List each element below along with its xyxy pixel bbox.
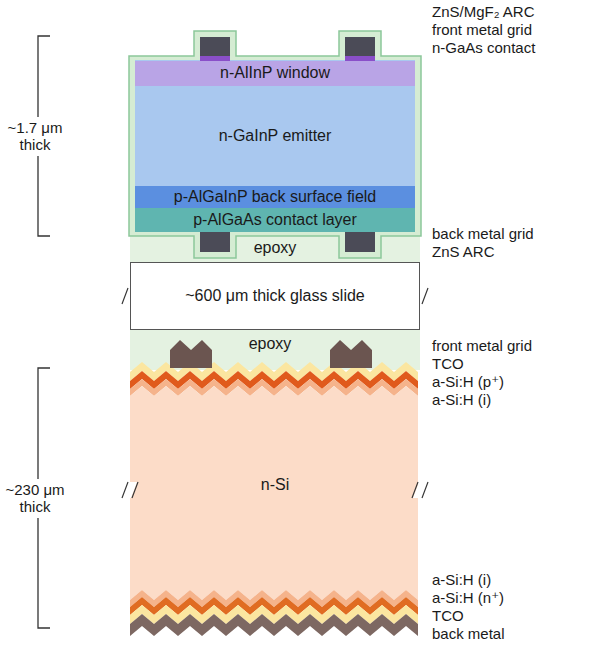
bsf-layer: p-AlGaInP back surface field (135, 186, 415, 208)
layer-callout: TCO (432, 607, 464, 624)
contact-layer: p-AlGaAs contact layer (135, 208, 415, 232)
break-line (132, 482, 138, 498)
epoxy-layer: epoxy (236, 236, 314, 260)
break-line (422, 288, 428, 304)
layer-label: p-AlGaInP back surface field (174, 188, 376, 206)
window-layer: n-AlInP window (135, 61, 415, 86)
layer-label: epoxy (254, 239, 297, 257)
break-gap (123, 482, 137, 498)
layer-callout: a-Si:H (i) (432, 391, 491, 408)
back-metal (130, 614, 418, 636)
layer-callout: front metal grid (432, 21, 532, 38)
front-contact (345, 37, 375, 56)
cell-body (135, 60, 415, 232)
break-line (122, 482, 128, 498)
front-contact (200, 37, 230, 56)
epoxy-layer: epoxy (215, 332, 325, 356)
layer-callout: front metal grid (432, 337, 532, 354)
break-line (422, 482, 428, 498)
back-contact (200, 232, 230, 252)
layer-callout: back metal grid (432, 225, 534, 242)
front-metal-grid (170, 340, 212, 368)
layer-label: epoxy (249, 335, 292, 353)
back-contact (345, 232, 375, 252)
layer-callout: n-GaAs contact (432, 39, 535, 56)
break-line (122, 288, 128, 304)
layer-label: n-Si (261, 476, 289, 494)
glass-slide: ~600 μm thick glass slide (130, 262, 420, 330)
layer-label: ~600 μm thick glass slide (185, 287, 365, 305)
thickness-label: ~230 μm thick (4, 479, 66, 518)
layer-callout: ZnS/MgF₂ ARC (432, 3, 535, 20)
layer-callout: a-Si:H (p⁺) (432, 373, 504, 390)
front-metal-grid (330, 340, 372, 368)
layer-label: n-GaInP emitter (219, 127, 332, 145)
layer-callout: ZnS ARC (432, 243, 495, 260)
arc-coating (129, 31, 421, 258)
break-line (412, 482, 418, 498)
layer-callout: a-Si:H (i) (432, 571, 491, 588)
break-gap (413, 482, 427, 498)
layer-label: p-AlGaAs contact layer (193, 211, 357, 229)
layer-callout: TCO (432, 355, 464, 372)
n-si-wafer (130, 386, 418, 600)
epoxy-fill (130, 330, 420, 370)
emitter-layer: n-GaInP emitter (135, 86, 415, 186)
layer-label: n-AlInP window (220, 64, 330, 82)
si-cell-layers (130, 340, 418, 636)
layer-callout: back metal (432, 625, 505, 642)
thickness-label: ~1.7 μm thick (4, 117, 66, 156)
layer-callout: a-Si:H (n⁺) (432, 589, 504, 606)
silicon-wafer: n-Si (150, 420, 400, 550)
